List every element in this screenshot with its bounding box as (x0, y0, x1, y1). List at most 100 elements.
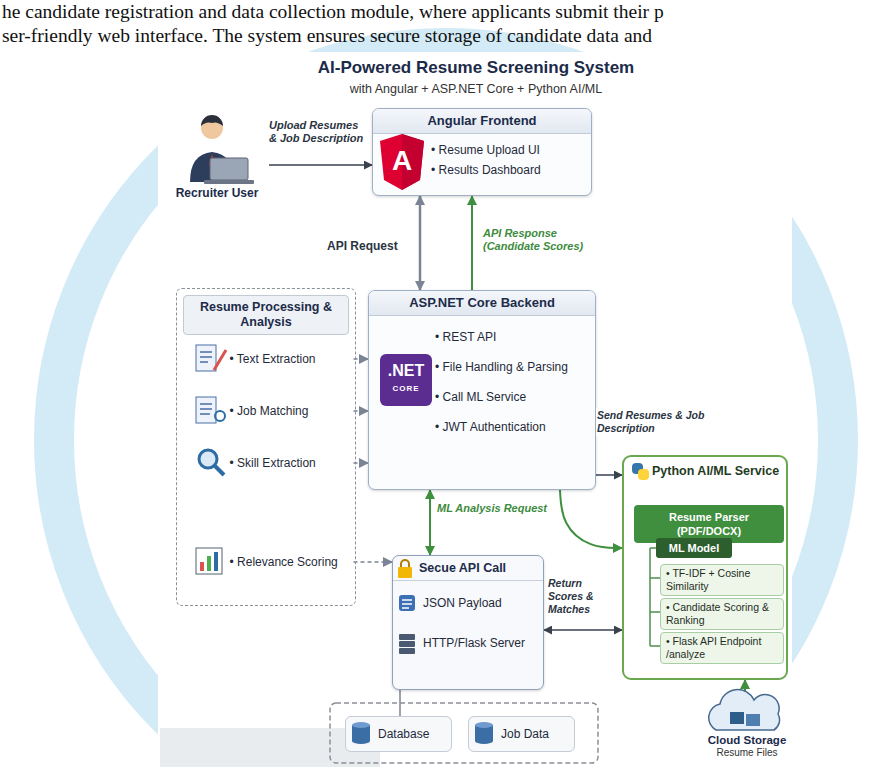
node-text: • Results Dashboard (431, 160, 591, 180)
title-holder: AI-Powered Resume Screening System (160, 58, 792, 78)
connector (471, 196, 473, 290)
body-text: ser-friendly web interface. The system e… (2, 24, 890, 48)
cloud-storage: Cloud StorageResume Files (700, 695, 794, 763)
cylinder-top (475, 722, 493, 728)
head (201, 117, 223, 139)
logo-letter: A (380, 145, 424, 177)
cloud-icon (709, 690, 780, 730)
process-step: • Relevance Scoring (188, 545, 354, 579)
actor-figure: Recruiter User (165, 116, 269, 208)
node-text: ASP.NET Core Backend (369, 291, 595, 316)
node-text: • JWT Authentication (435, 412, 595, 442)
body (190, 152, 234, 182)
chart-frame (196, 548, 222, 574)
recruiter-icon (190, 115, 254, 184)
node-text: Angular Frontend (373, 109, 591, 134)
json-icon (399, 595, 415, 611)
connector (269, 164, 372, 166)
edge-label: Send Resumes & Job Description (596, 408, 716, 436)
label-holder: .NET (380, 362, 432, 380)
json-doc (399, 595, 415, 611)
node-text: Secue API Call (393, 556, 543, 581)
node-text: Resume Files (700, 747, 794, 759)
text-extraction-icon (196, 345, 226, 371)
process-step: • Skill Extraction (188, 446, 354, 480)
connector (544, 629, 622, 631)
node-text: ML Model (656, 538, 732, 558)
angular-logo (380, 134, 424, 190)
data-store: Database (345, 716, 452, 752)
label-holder: ser-friendly web interface. The system e… (2, 24, 890, 48)
model-tag: ML Model (656, 538, 732, 558)
snake-yellow (638, 469, 649, 480)
label-holder: with Angular + ASP.NET Core + Python AI/… (160, 82, 792, 97)
process-group: Resume Processing & Analysis• Text Extra… (176, 288, 356, 606)
tie (209, 154, 215, 172)
node-text: • TF-IDF + Cosine Similarity (661, 565, 783, 595)
json-lines (402, 600, 412, 608)
data-store: Job Data (468, 716, 575, 752)
node-text: • Flask API Endpoint /analyze (661, 633, 783, 663)
lock-icon (398, 560, 412, 578)
connector (354, 561, 393, 563)
folder (746, 714, 760, 726)
api-call-box: Secue API CallJSON PayloadHTTP/Flask Ser… (392, 555, 544, 690)
python-logo (632, 463, 649, 480)
node-text: • Resume Upload UI (431, 140, 591, 160)
label-holder: he candidate registration and data colle… (2, 0, 890, 24)
edge-label-holder: ML Analysis Request (436, 498, 556, 516)
lens (215, 411, 225, 421)
node-text: Job Data (469, 717, 574, 751)
folder (730, 712, 744, 724)
bar (207, 556, 211, 571)
snake-blue (632, 463, 643, 474)
node-text: Python AI/ML Service (624, 457, 786, 479)
diagram-ground (158, 52, 792, 767)
doc (196, 345, 216, 371)
pen (214, 350, 226, 370)
body-text: he candidate registration and data colle… (2, 0, 890, 24)
dotnet-logo (380, 354, 432, 406)
parser-bar: Resume Parser (PDF/DOCX) (634, 505, 784, 543)
logo-text: .NET (380, 362, 432, 380)
edge-label-holder: Send Resumes & Job Description (596, 408, 716, 436)
relevance-scoring-icon (196, 548, 222, 574)
edge-label: API Response (Candidate Scores) (482, 226, 586, 254)
edge-label-holder: API Request (326, 236, 414, 254)
cylinder (352, 725, 370, 744)
connector (596, 474, 622, 476)
model-step: • Candidate Scoring & Ranking (660, 598, 784, 630)
edge-label-holder: Return Scores & Matches (547, 576, 619, 617)
node-text: • Call ML Service (435, 382, 595, 412)
node-text: • Candidate Scoring & Ranking (661, 599, 783, 629)
node-text: • Job Matching (188, 394, 354, 428)
node-text: Database (346, 717, 451, 751)
lock-body (398, 567, 412, 578)
node-text: JSON Payload (393, 583, 543, 623)
hair (201, 115, 223, 126)
database-icon (352, 722, 493, 744)
doc (196, 397, 216, 423)
laptop-base (204, 180, 254, 184)
doc-lines (200, 404, 212, 414)
node-text: • Skill Extraction (188, 446, 354, 480)
model-step: • Flask API Endpoint /analyze (660, 632, 784, 664)
watermark-ring (54, 48, 838, 767)
shield (380, 134, 424, 190)
server-unit (399, 641, 415, 647)
node-text: Resume Parser (PDF/DOCX) (634, 505, 784, 543)
connector (419, 196, 422, 290)
model-step: • TF-IDF + Cosine Similarity (660, 564, 784, 596)
bar (200, 562, 204, 571)
diagram-title: AI-Powered Resume Screening System (160, 58, 792, 78)
server-unit (399, 648, 415, 654)
laptop (210, 158, 248, 180)
label-holder: A (380, 145, 424, 177)
node-text: Cloud Storage (700, 695, 794, 747)
node-text: HTTP/Flask Server (393, 623, 543, 663)
edge-label: Upload Resumes & Job Description (268, 118, 366, 146)
connector (399, 690, 401, 716)
edge-label: Return Scores & Matches (547, 576, 619, 617)
logo-text: CORE (380, 384, 432, 393)
shackle (401, 560, 409, 568)
